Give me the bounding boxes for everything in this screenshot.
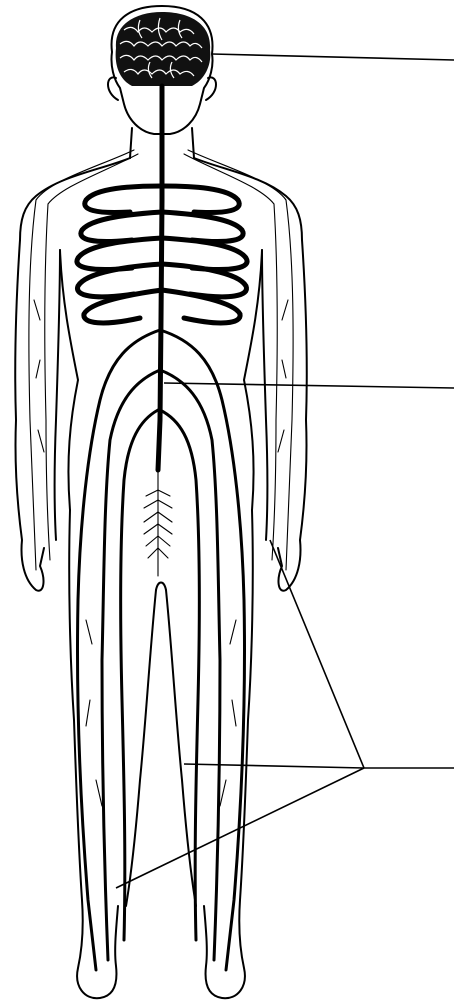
spinal-cord-leader-line xyxy=(164,383,454,388)
brain xyxy=(116,12,211,86)
leader-lines xyxy=(116,54,454,888)
brain-leader-line xyxy=(212,54,454,60)
nerves-leader-middle xyxy=(184,764,364,768)
nerves-leader-upper xyxy=(270,540,364,768)
